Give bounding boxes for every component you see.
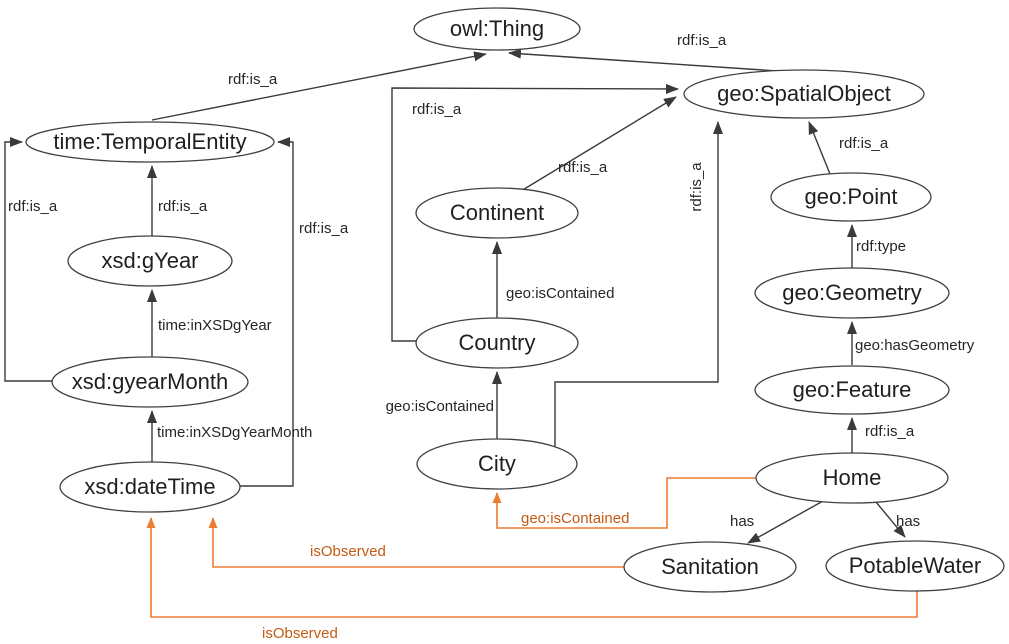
nodes: owl:Thing time:TemporalEntity xsd:gYear … [25,7,1005,593]
edges-orange [146,477,918,618]
node-gyearmonth: xsd:gyearMonth [51,356,249,408]
node-temporal-entity-label: time:TemporalEntity [53,129,246,154]
node-gyearmonth-shape [51,356,249,408]
edge-label-temporal-to-thing: rdf:is_a [228,71,278,88]
edge-label-spatial-to-thing: rdf:is_a [677,32,727,49]
edge-city-to-spatial [554,121,723,447]
node-continent-label: Continent [450,200,544,225]
node-feature-label: geo:Feature [793,377,912,402]
edge-country-to-spatial [391,83,679,342]
edge-label-home-to-potablewater: has [896,513,920,530]
node-continent-shape [415,187,579,239]
node-spatial-object-shape [683,69,925,119]
edge-label-home-to-sanitation: has [730,513,754,530]
node-city-shape [416,438,578,490]
node-point: geo:Point [770,172,932,222]
node-sanitation-label: Sanitation [661,554,759,579]
edge-point-to-spatial [808,121,831,175]
edge-label-gyearmonth-to-temporal: rdf:is_a [8,198,58,215]
node-geometry: geo:Geometry [754,267,950,319]
node-temporal-entity: time:TemporalEntity [25,121,275,163]
node-gyear: xsd:gYear [67,235,233,287]
node-country: Country [415,317,579,369]
edge-temporal-to-thing [151,51,487,121]
edge-home-to-city [492,477,756,529]
node-potable-water-label: PotableWater [849,553,981,578]
edges-black [4,48,906,544]
edge-label-feature-to-geometry: geo:hasGeometry [855,337,975,354]
node-spatial-object-label: geo:SpatialObject [717,81,891,106]
edge-sanitation-to-datetime [208,517,625,568]
edge-label-gyear-to-temporal: rdf:is_a [158,198,208,215]
edge-datetime-to-temporal [240,137,294,487]
node-datetime-label: xsd:dateTime [84,474,215,499]
node-home: Home [755,452,949,504]
node-home-label: Home [823,465,882,490]
node-potable-water-shape [825,540,1005,592]
edge-gyearmonth-to-temporal [4,137,52,382]
edge-home-to-sanitation [747,500,824,544]
node-home-shape [755,452,949,504]
node-owl-thing-label: owl:Thing [450,16,544,41]
node-gyear-label: xsd:gYear [101,248,198,273]
node-owl-thing: owl:Thing [413,7,581,51]
edge-label-datetime-to-gyearmonth: time:inXSDgYearMonth [157,424,312,441]
node-point-label: geo:Point [805,184,898,209]
edge-potablewater-to-datetime [146,517,918,618]
edge-spatial-to-thing [508,48,779,72]
node-continent: Continent [415,187,579,239]
node-geometry-label: geo:Geometry [782,280,921,305]
edge-label-continent-to-spatial: rdf:is_a [558,159,608,176]
edge-label-gyearmonth-to-gyear: time:inXSDgYear [158,317,272,334]
node-owl-thing-shape [413,7,581,51]
edge-label-datetime-to-temporal: rdf:is_a [299,220,349,237]
node-city: City [416,438,578,490]
node-country-label: Country [458,330,535,355]
node-city-label: City [478,451,516,476]
edge-label-home-to-feature: rdf:is_a [865,423,915,440]
edge-label-sanitation-to-datetime: isObserved [310,543,386,560]
node-datetime: xsd:dateTime [59,461,241,513]
edge-continent-to-spatial [520,96,677,192]
edge-label-city-to-spatial: rdf:is_a [688,162,705,212]
edge-label-point-to-spatial: rdf:is_a [839,135,889,152]
node-feature: geo:Feature [754,365,950,415]
node-sanitation-shape [623,541,797,593]
node-datetime-shape [59,461,241,513]
node-temporal-entity-shape [25,121,275,163]
edge-home-to-potablewater [875,501,906,538]
node-sanitation: Sanitation [623,541,797,593]
node-gyear-shape [67,235,233,287]
edge-label-home-to-city: geo:isContained [521,510,629,527]
node-point-shape [770,172,932,222]
edge-label-country-to-continent: geo:isContained [506,285,614,302]
node-gyearmonth-label: xsd:gyearMonth [72,369,229,394]
node-feature-shape [754,365,950,415]
node-country-shape [415,317,579,369]
edge-label-geometry-to-point: rdf:type [856,238,906,255]
edge-label-potablewater-to-datetime: isObserved [262,625,338,642]
edge-label-city-to-country: geo:isContained [386,398,494,415]
edge-label-country-to-spatial: rdf:is_a [412,101,462,118]
node-potable-water: PotableWater [825,540,1005,592]
node-spatial-object: geo:SpatialObject [683,69,925,119]
edge-labels: rdf:is_a rdf:is_a rdf:is_a rdf:is_a rdf:… [8,32,975,642]
node-geometry-shape [754,267,950,319]
